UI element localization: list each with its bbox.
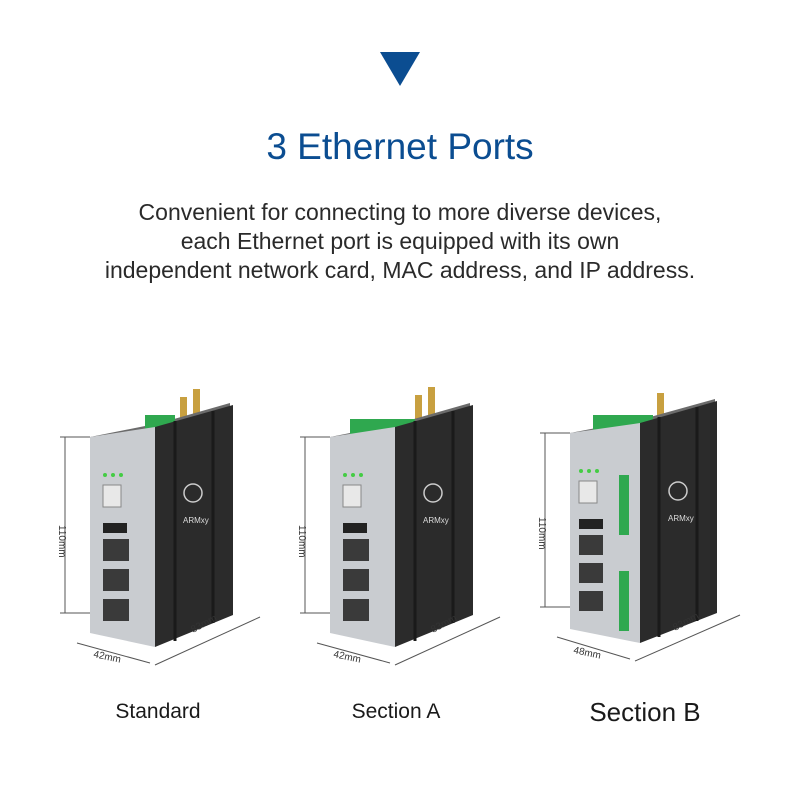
- description: Convenient for connecting to more divers…: [40, 198, 760, 285]
- width-dimension: 48mm: [572, 645, 601, 662]
- description-line: independent network card, MAC address, a…: [104, 257, 696, 283]
- model-label: ARMxy: [668, 514, 694, 523]
- label-standard: Standard: [115, 700, 201, 723]
- height-dimension: 110mm: [536, 517, 547, 550]
- model-label: ARMxy: [423, 516, 449, 525]
- label-section-a: Section A: [351, 700, 441, 723]
- model-label: ARMxy: [183, 516, 209, 525]
- page-title: 3 Ethernet Ports: [266, 126, 534, 167]
- device-illustration: ARMxy 110mm 48mm 83mm: [536, 393, 741, 662]
- width-dimension: 42mm: [92, 649, 121, 666]
- device-section-b: ARMxy 110mm 48mm 83mm: [535, 375, 795, 675]
- device-illustration: ARMxy 110mm 42mm 83mm: [56, 389, 261, 666]
- description-line: Convenient for connecting to more divers…: [138, 199, 662, 225]
- label-section-b: Section B: [589, 697, 701, 727]
- description-line: each Ethernet port is equipped with its …: [180, 228, 620, 254]
- height-dimension: 110mm: [296, 525, 307, 558]
- height-dimension: 110mm: [56, 525, 67, 558]
- device-section-a: ARMxy 110mm 42mm 83mm: [295, 375, 555, 675]
- down-arrow-icon: [380, 52, 420, 86]
- width-dimension: 42mm: [332, 649, 361, 666]
- device-illustration: ARMxy 110mm 42mm 83mm: [296, 387, 501, 666]
- device-standard: ARMxy 110mm 42mm 83mm: [55, 375, 315, 675]
